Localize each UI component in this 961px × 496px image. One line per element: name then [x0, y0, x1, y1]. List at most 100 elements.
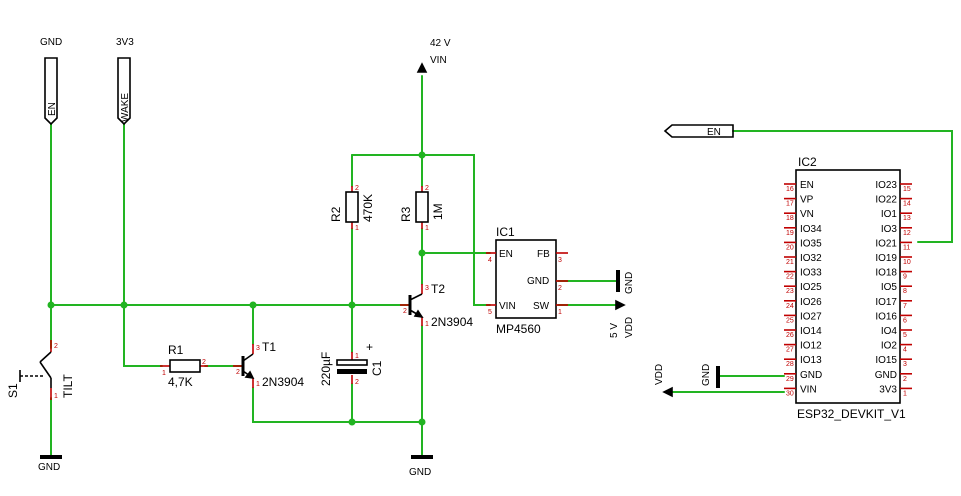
ic2-name: IC2: [798, 155, 817, 169]
ic2-left-pin-name: IO33: [800, 268, 822, 279]
gnd-label-ic1: GND: [624, 272, 635, 294]
ic2-right-pin-num: 5: [903, 332, 907, 339]
ic2-left-pin-num: 23: [786, 288, 794, 295]
ic2-left-pin-num: 26: [786, 332, 794, 339]
wake-port: WAKE: [117, 57, 131, 126]
wake-port-label: WAKE: [120, 93, 131, 122]
r1-name: R1: [168, 343, 184, 357]
ic2-right-pin-num: 15: [903, 186, 911, 193]
ic2-right-pin-num: 10: [903, 259, 911, 266]
ic2-right-pin-name: IO21: [875, 238, 897, 249]
t2-pin2: 2: [403, 308, 407, 315]
ic2-right-pin-num: 12: [903, 230, 911, 237]
ic1-pinnum-sw: 1: [558, 309, 562, 316]
r1-value: 4,7K: [168, 375, 193, 389]
c1-name: C1: [370, 360, 384, 376]
ic2-left-pin-num: 27: [786, 347, 794, 354]
ic1-pin-sw: SW: [533, 301, 550, 312]
ic2-right-pin-name: GND: [875, 370, 897, 381]
ic2-right-pin-name: IO22: [875, 195, 897, 206]
s1-value: TILT: [61, 374, 75, 398]
transistor-t2: 3 2 1 T2 2N3904: [400, 282, 473, 329]
ic2-right-pin-name: IO3: [881, 224, 898, 235]
ic2-left-pin-name: VIN: [800, 384, 817, 395]
r2-value: 470K: [361, 194, 375, 222]
ic2-right-pin-num: 1: [903, 390, 907, 397]
ic2-left-pin-name: GND: [800, 370, 822, 381]
ic2-left-pin-num: 30: [786, 390, 794, 397]
ic1-pin-en: EN: [499, 249, 513, 260]
en-right-label: EN_: [707, 127, 727, 138]
ic2-right-pin-num: 9: [903, 274, 907, 281]
ic2-right-pin-num: 14: [903, 201, 911, 208]
s1-pin2: 2: [54, 343, 58, 350]
ic2-left-pin-num: 22: [786, 274, 794, 281]
ic2-right-pin-num: 13: [903, 215, 911, 222]
ic2-right-pin-num: 11: [903, 244, 910, 251]
en-port-label: EN: [47, 102, 58, 116]
ic2-left-pin-num: 19: [786, 230, 794, 237]
capacitor-c1: 1 2 + 220µF C1: [319, 340, 384, 386]
ic2-left-pin-num: 17: [786, 201, 794, 208]
ic2-right-pin-name: IO18: [875, 268, 897, 279]
junction: [418, 249, 426, 257]
ic2-left-pin-name: IO27: [800, 311, 822, 322]
gnd-label-s1: GND: [38, 462, 60, 473]
ic2-right-pin-name: 3V3: [879, 384, 897, 395]
ic2-right-pin-name: IO4: [881, 326, 898, 337]
en-right-port: EN_: [663, 124, 734, 138]
ic2-right-pin-name: IO5: [881, 282, 898, 293]
resistor-r1: 1 2 R1 4,7K: [160, 343, 208, 389]
c1-value: 220µF: [319, 352, 333, 386]
ic1-pin-vin: VIN: [499, 301, 516, 312]
ic2-left-pin-num: 16: [786, 186, 794, 193]
t2-value: 2N3904: [431, 315, 473, 329]
ic2-left-pin-num: 18: [786, 215, 794, 222]
r3-value: 1M: [431, 203, 445, 220]
resistor-r3: 2 1 R3 1M: [399, 185, 445, 232]
ic2-left-pin-name: IO26: [800, 297, 822, 308]
gnd-label-ic2: GND: [701, 364, 712, 386]
junction: [348, 418, 356, 426]
r3-pin2: 2: [425, 185, 429, 192]
ic2-right-pin-name: IO1: [881, 209, 898, 220]
gnd-symbol-s1: GND: [38, 455, 62, 473]
ic1-pinnum-gnd: 2: [558, 285, 562, 292]
vdd-label-ic2: VDD: [654, 364, 665, 385]
junction: [418, 151, 426, 159]
ic2-right-pin-name: IO19: [875, 253, 897, 264]
ic2-left-pin-name: EN: [800, 180, 814, 191]
gnd-symbol-ic2: GND: [701, 364, 720, 388]
junction: [348, 301, 356, 309]
ic2-value: ESP32_DEVKIT_V1: [797, 407, 906, 421]
ic1-name: IC1: [496, 225, 515, 239]
junction: [120, 301, 128, 309]
ic1-value: MP4560: [496, 322, 541, 336]
t1-pin3: 3: [256, 345, 260, 352]
ic2-right-pin-name: IO17: [875, 297, 897, 308]
ic2-left-pin-num: 24: [786, 303, 794, 310]
ic2-right-pin-num: 7: [903, 303, 907, 310]
c1-pin2: 2: [355, 379, 359, 386]
gnd-label-t2: GND: [409, 467, 431, 478]
junction: [418, 418, 426, 426]
ic2-right-pin-num: 2: [903, 376, 907, 383]
r1-pin1: 1: [162, 370, 166, 377]
gnd-symbol-t2: GND: [409, 455, 433, 478]
ic2-left-pin-num: 29: [786, 376, 794, 383]
ic2-left-pin-name: IO13: [800, 355, 822, 366]
switch-s1: 2 1 S1 TILT: [6, 340, 75, 400]
c1-pin1: 1: [355, 353, 359, 360]
r2-pin2: 2: [355, 185, 359, 192]
s1-pin1: 1: [54, 393, 58, 400]
r2-pin1: 1: [355, 225, 359, 232]
vdd-label-ic1: VDD: [624, 317, 635, 338]
ic1-pinnum-vin: 5: [488, 309, 492, 316]
ic1-pinnum-en: 4: [488, 257, 492, 264]
junction: [47, 301, 55, 309]
ic1-pinnum-fb: 3: [558, 257, 562, 264]
v42-label: 42 V: [430, 38, 451, 49]
ic2-left-pin-num: 20: [786, 244, 794, 251]
